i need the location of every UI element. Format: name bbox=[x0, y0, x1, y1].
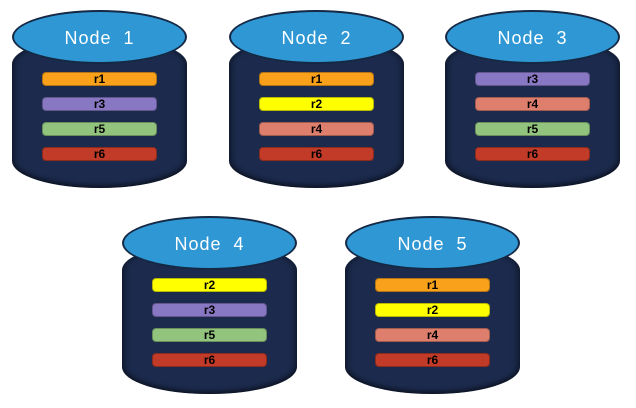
node-5-replica-list: r1 r2 r4 r6 bbox=[375, 278, 490, 367]
node-4-title: Node 4 bbox=[174, 234, 245, 254]
replica-bar: r6 bbox=[259, 147, 374, 161]
node-2-replica-list: r1 r2 r4 r6 bbox=[259, 72, 374, 161]
replica-bar: r6 bbox=[42, 147, 157, 161]
node-2-cylinder: Node 2 r1 r2 r4 r6 bbox=[229, 10, 404, 188]
replica-bar: r6 bbox=[475, 147, 590, 161]
node-3-cylinder-top: Node 3 bbox=[445, 10, 620, 64]
node-3-replica-list: r3 r4 r5 r6 bbox=[475, 72, 590, 161]
replica-bar: r2 bbox=[375, 303, 490, 317]
replica-bar: r5 bbox=[42, 122, 157, 136]
replica-bar: r6 bbox=[375, 353, 490, 367]
replica-bar: r6 bbox=[152, 353, 267, 367]
replica-bar: r1 bbox=[259, 72, 374, 86]
replica-bar: r5 bbox=[475, 122, 590, 136]
node-4-replica-list: r2 r3 r5 r6 bbox=[152, 278, 267, 367]
node-4-cylinder-top: Node 4 bbox=[122, 216, 297, 270]
node-1-replica-list: r1 r3 r5 r6 bbox=[42, 72, 157, 161]
replica-bar: r4 bbox=[375, 328, 490, 342]
replica-bar: r4 bbox=[475, 97, 590, 111]
replica-bar: r3 bbox=[152, 303, 267, 317]
node-5-cylinder-top: Node 5 bbox=[345, 216, 520, 270]
node-3-cylinder: Node 3 r3 r4 r5 r6 bbox=[445, 10, 620, 188]
node-4-cylinder: Node 4 r2 r3 r5 r6 bbox=[122, 216, 297, 394]
node-1-cylinder-top: Node 1 bbox=[12, 10, 187, 64]
replica-bar: r5 bbox=[152, 328, 267, 342]
node-1-cylinder: Node 1 r1 r3 r5 r6 bbox=[12, 10, 187, 188]
replica-bar: r1 bbox=[42, 72, 157, 86]
replica-bar: r1 bbox=[375, 278, 490, 292]
node-5-title: Node 5 bbox=[397, 234, 468, 254]
replica-bar: r3 bbox=[42, 97, 157, 111]
replica-bar: r2 bbox=[152, 278, 267, 292]
node-2-cylinder-top: Node 2 bbox=[229, 10, 404, 64]
node-1-title: Node 1 bbox=[64, 28, 135, 48]
replica-bar: r3 bbox=[475, 72, 590, 86]
replica-bar: r2 bbox=[259, 97, 374, 111]
node-3-title: Node 3 bbox=[497, 28, 568, 48]
node-5-cylinder: Node 5 r1 r2 r4 r6 bbox=[345, 216, 520, 394]
node-2-title: Node 2 bbox=[281, 28, 352, 48]
replica-bar: r4 bbox=[259, 122, 374, 136]
